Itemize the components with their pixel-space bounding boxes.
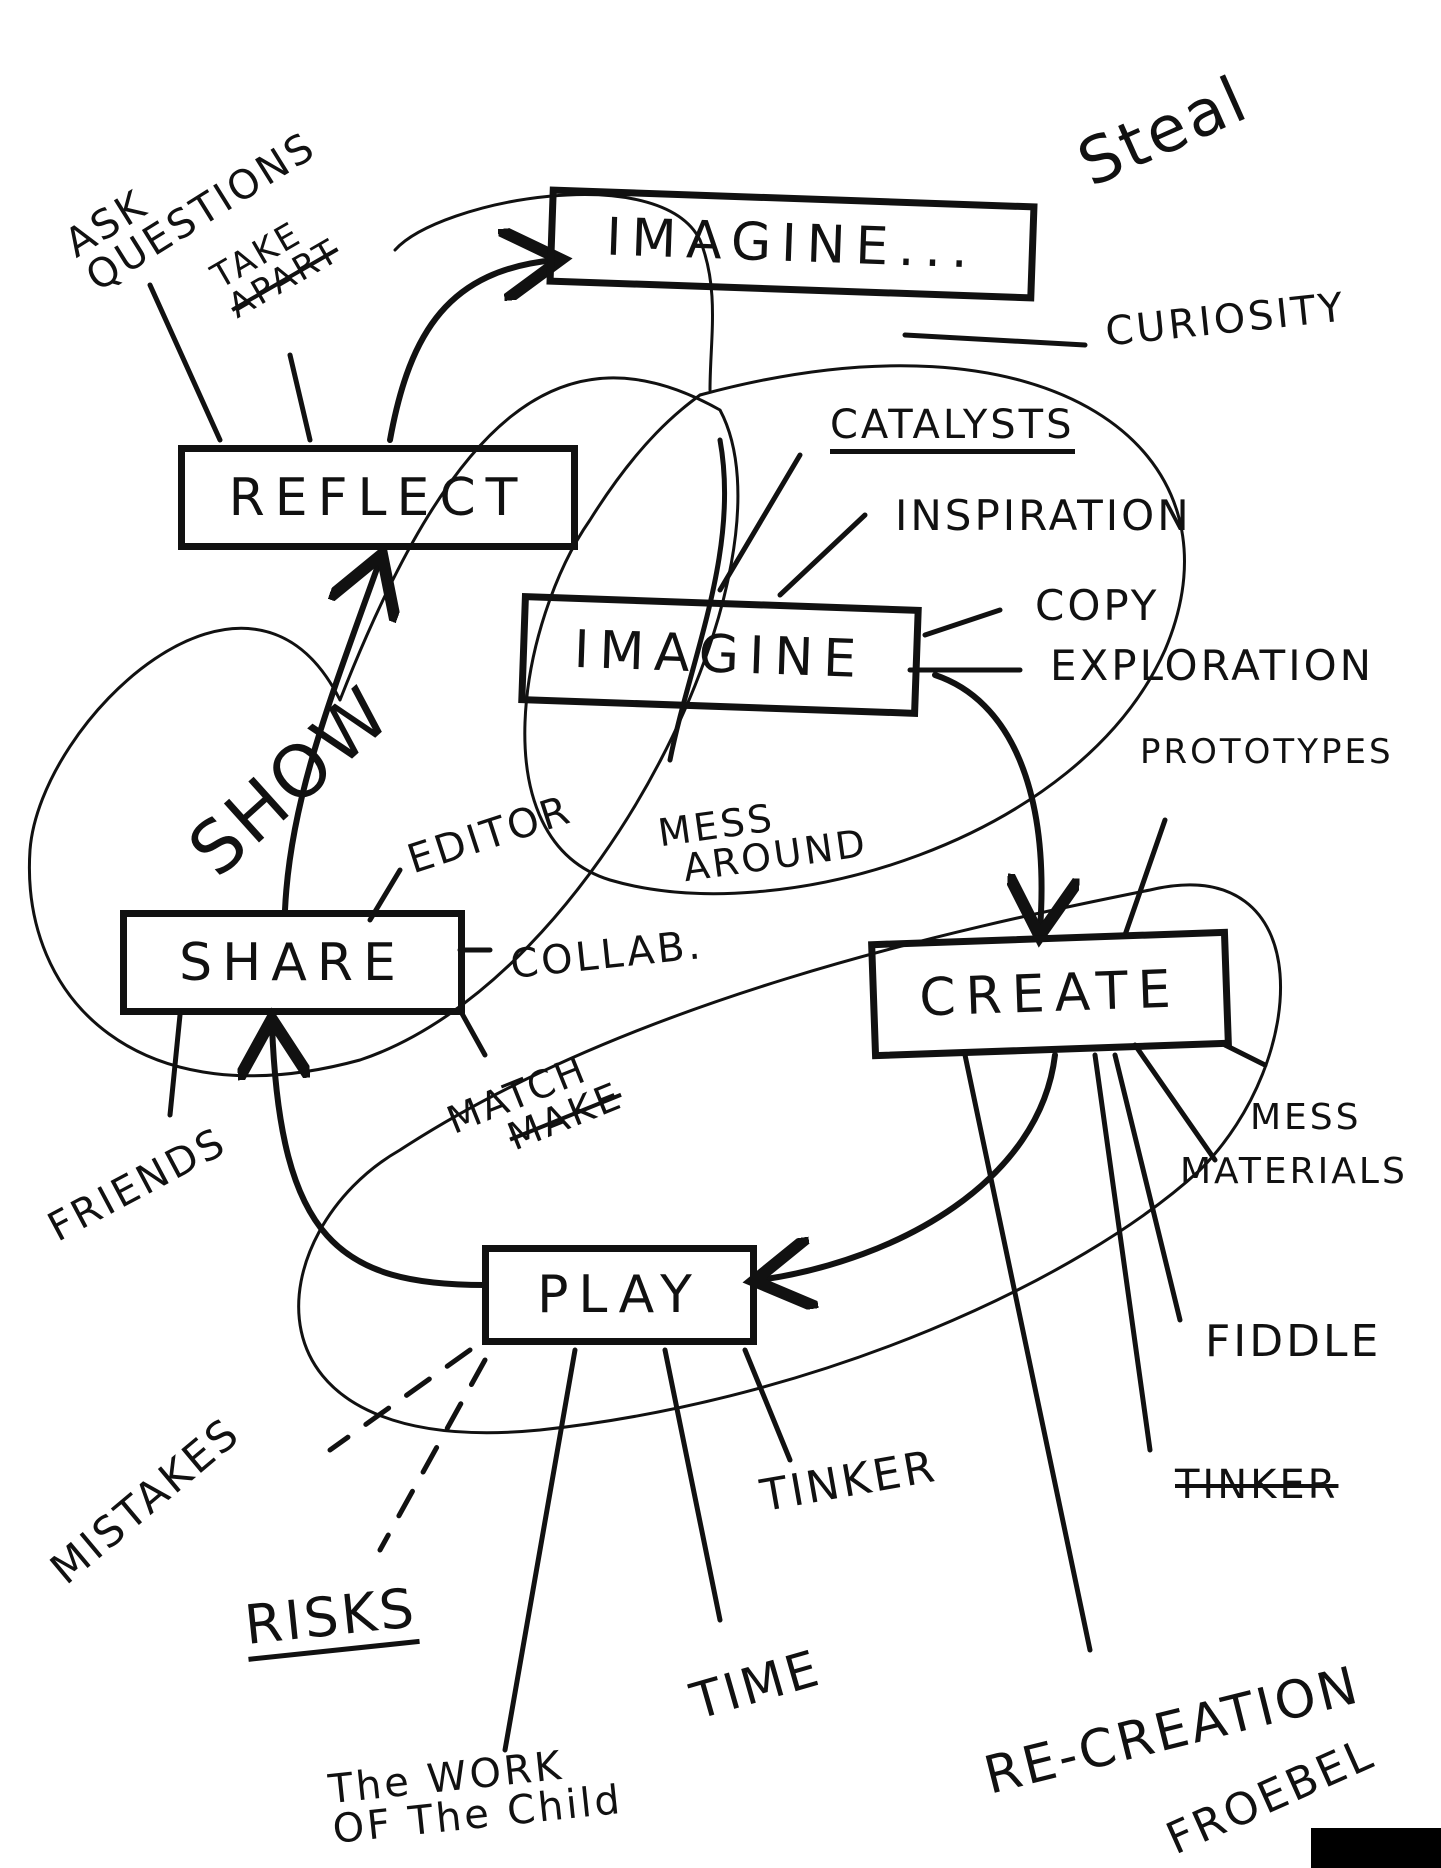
steal-loop <box>393 193 714 392</box>
label-copy: COPY <box>1035 581 1160 630</box>
page-corner <box>1311 1828 1441 1868</box>
label-exploration: EXPLORATION <box>1050 641 1375 690</box>
label-fiddle: FIDDLE <box>1205 1316 1382 1367</box>
label-inspiration: INSPIRATION <box>895 491 1192 540</box>
play-loop <box>297 883 1283 1435</box>
label-tinker-right: TINKER <box>1175 1462 1339 1508</box>
arrow-reflect-to-imagine-top <box>387 260 555 443</box>
share-node: SHARE <box>120 910 465 1015</box>
arrow-imagine-to-create <box>932 672 1042 930</box>
imagine-node: IMAGINE <box>518 593 922 717</box>
label-mess-materials: MESS MATERIALS <box>1180 1097 1408 1192</box>
share-loop <box>27 376 740 1078</box>
label-catalysts: CATALYSTS <box>830 405 1075 454</box>
arrow-share-to-reflect <box>282 560 380 913</box>
play-node: PLAY <box>482 1245 757 1345</box>
reflect-node: REFLECT <box>178 445 578 550</box>
imagine-loop <box>523 364 1186 896</box>
arrow-play-to-share <box>272 1025 488 1288</box>
create-node: CREATE <box>868 928 1232 1060</box>
imagine-top-node: IMAGINE... <box>546 186 1038 302</box>
arrow-create-to-play <box>760 1052 1058 1280</box>
label-prototypes: PROTOTYPES <box>1140 732 1394 772</box>
